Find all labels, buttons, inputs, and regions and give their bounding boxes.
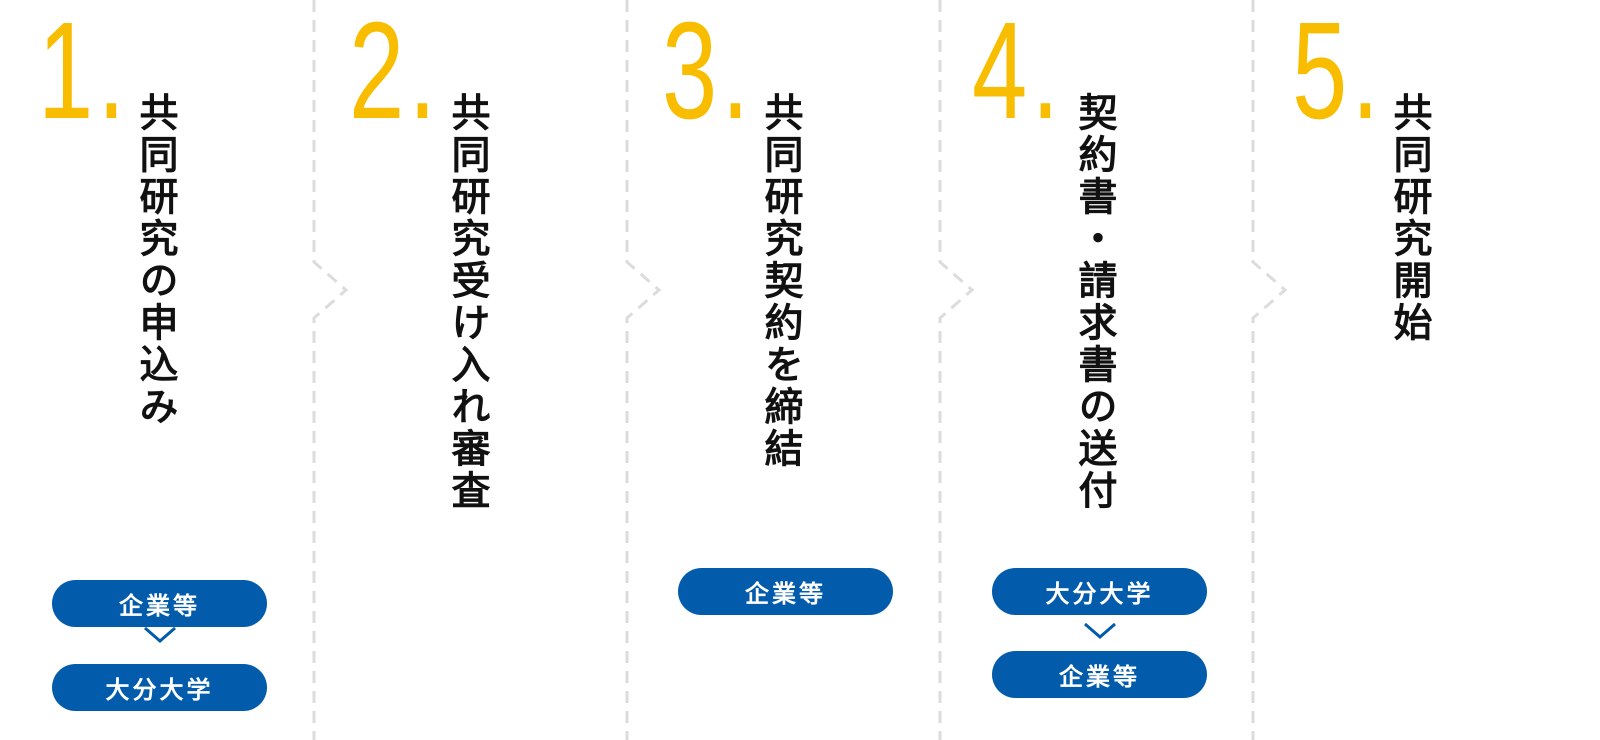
step-4: 4. 契約書・請求書の送付 大分大学 企業等	[939, 0, 1252, 740]
step-separator-arrow	[1251, 0, 1288, 740]
chevron-down-icon	[1084, 622, 1116, 639]
step-1: 1. 共同研究の申込み 企業等 大分大学	[0, 0, 313, 740]
step-5: 5. 共同研究開始	[1252, 0, 1565, 740]
party-badge-from: 大分大学	[992, 568, 1207, 615]
step-title: 共同研究開始	[1387, 92, 1432, 344]
step-title: 共同研究の申込み	[133, 92, 178, 428]
chevron-down-icon	[144, 626, 176, 643]
step-title: 契約書・請求書の送付	[1072, 92, 1117, 512]
step-number: 3.	[662, 0, 754, 148]
step-separator-arrow	[938, 0, 975, 740]
step-number: 2.	[349, 0, 441, 148]
step-title: 共同研究契約を締結	[758, 92, 803, 470]
step-title: 共同研究受け入れ審査	[445, 92, 490, 512]
party-badge-from: 企業等	[52, 580, 267, 627]
party-badge-to: 大分大学	[52, 664, 267, 711]
party-badge-to: 企業等	[992, 651, 1207, 698]
step-number: 4.	[972, 0, 1064, 148]
step-separator-arrow	[625, 0, 662, 740]
step-separator-arrow	[312, 0, 349, 740]
party-badge: 企業等	[678, 568, 893, 615]
step-number: 1.	[38, 0, 130, 148]
step-2: 2. 共同研究受け入れ審査	[313, 0, 626, 740]
step-number: 5.	[1292, 0, 1384, 148]
step-3: 3. 共同研究契約を締結 企業等	[626, 0, 939, 740]
